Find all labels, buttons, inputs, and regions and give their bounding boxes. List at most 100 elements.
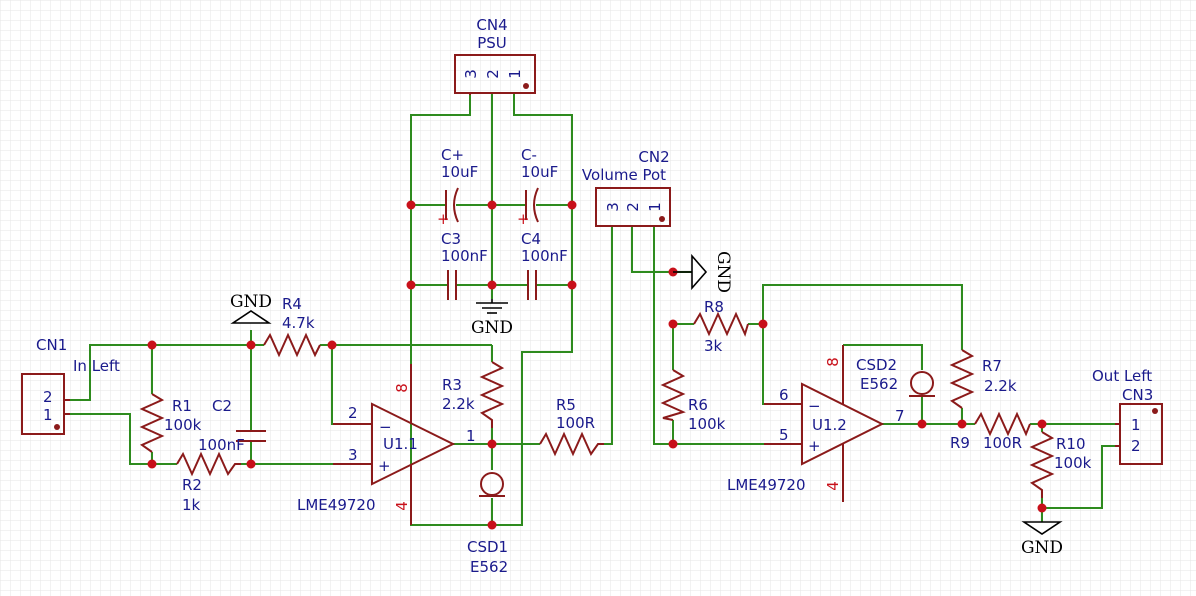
cn4-ref: CN4 xyxy=(476,16,507,34)
r8-value: 3k xyxy=(704,337,723,355)
diode-csd2[interactable]: CSD2 E562 xyxy=(856,356,935,397)
r10-value: 100k xyxy=(1054,454,1092,472)
c-minus-value: 10uF xyxy=(521,163,558,181)
resistor-r6[interactable]: R6 100k xyxy=(660,369,726,433)
r5-ref: R5 xyxy=(556,396,576,414)
csd1-ref: CSD1 xyxy=(467,538,508,556)
cn3-pin-2: 2 xyxy=(1131,437,1141,455)
c4-ref: C4 xyxy=(521,230,541,248)
resistor-r2[interactable]: R2 1k xyxy=(176,451,241,514)
u1-2-pin-vn: 4 xyxy=(824,481,842,491)
ground-symbol-input: GND xyxy=(230,292,272,324)
r4-ref: R4 xyxy=(282,295,302,313)
gnd-label: GND xyxy=(230,292,272,312)
cn1-name: In Left xyxy=(73,357,120,375)
cn3-ref: CN3 xyxy=(1122,386,1153,404)
u1-1-pin-inv: 2 xyxy=(348,404,358,422)
csd1-value: E562 xyxy=(470,558,508,576)
cn4-pin-3: 3 xyxy=(462,69,480,79)
u1-2-ref: U1.2 xyxy=(812,416,847,434)
connector-cn2[interactable]: CN2 Volume Pot 3 2 1 xyxy=(582,148,671,227)
u1-1-ref: U1.1 xyxy=(383,435,418,453)
opamp-u1-2[interactable]: − + U1.2 6 5 7 8 4 LME49720 xyxy=(727,345,905,502)
u1-1-part: LME49720 xyxy=(297,496,376,514)
csd2-value: E562 xyxy=(860,375,898,393)
capacitor-c-minus[interactable]: + C- 10uF xyxy=(517,146,558,228)
c3-value: 100nF xyxy=(441,247,488,265)
cn2-name: Volume Pot xyxy=(582,166,666,184)
capacitor-c4[interactable]: C4 100nF xyxy=(521,230,568,300)
cn4-pin-1: 1 xyxy=(506,69,524,79)
cn2-pin-3: 3 xyxy=(604,202,622,212)
u1-2-minus-symbol: − xyxy=(808,397,821,415)
u1-2-pin-out: 7 xyxy=(895,407,905,425)
c-plus-value: 10uF xyxy=(441,163,478,181)
r10-ref: R10 xyxy=(1056,435,1086,453)
cn1-pin-1: 1 xyxy=(43,406,53,424)
u1-2-pin-inv: 6 xyxy=(779,386,789,404)
u1-2-pin-noninv: 5 xyxy=(779,426,789,444)
resistor-r1[interactable]: R1 100k xyxy=(139,393,202,453)
gnd-label: GND xyxy=(1021,538,1063,558)
junctions xyxy=(147,200,1047,530)
u1-1-pin-vp: 8 xyxy=(393,383,411,393)
resistor-r9[interactable]: R9 100R xyxy=(950,411,1031,452)
r2-ref: R2 xyxy=(182,476,202,494)
connector-cn4[interactable]: CN4 PSU 3 2 1 xyxy=(454,16,536,95)
c-minus-ref: C- xyxy=(521,146,537,164)
ground-symbol-output: GND xyxy=(1021,521,1063,558)
polarity-plus: + xyxy=(517,210,530,228)
u1-1-pin-noninv: 3 xyxy=(348,446,358,464)
u1-2-plus-symbol: + xyxy=(808,437,821,455)
capacitor-c-plus[interactable]: + C+ 10uF xyxy=(437,146,478,228)
u1-1-pin-out: 1 xyxy=(466,427,476,445)
diode-csd1[interactable]: CSD1 E562 xyxy=(467,472,508,576)
connector-cn3[interactable]: 1 2 Out Left CN3 xyxy=(1092,367,1163,465)
cn2-ref: CN2 xyxy=(638,148,669,166)
r3-ref: R3 xyxy=(442,376,462,394)
cn1-pin-2: 2 xyxy=(43,388,53,406)
r6-value: 100k xyxy=(688,415,726,433)
r1-ref: R1 xyxy=(172,397,192,415)
r1-value: 100k xyxy=(164,416,202,434)
resistor-r8[interactable]: R8 3k xyxy=(693,298,749,355)
c-plus-ref: C+ xyxy=(441,146,464,164)
gnd-label: GND xyxy=(471,318,513,338)
r3-value: 2.2k xyxy=(442,395,475,413)
opamp-u1-1[interactable]: − + U1.1 2 3 1 8 4 LME49720 xyxy=(297,364,476,525)
polarity-plus: + xyxy=(437,210,450,228)
resistor-r10[interactable]: R10 100k xyxy=(1029,431,1092,498)
resistor-r5[interactable]: R5 100R xyxy=(539,396,604,457)
c2-ref: C2 xyxy=(212,397,232,415)
u1-2-pin-vp: 8 xyxy=(824,357,842,367)
cn4-pin-2: 2 xyxy=(484,69,502,79)
cn1-ref: CN1 xyxy=(36,336,67,354)
resistor-r3[interactable]: R3 2.2k xyxy=(442,361,505,428)
csd2-ref: CSD2 xyxy=(856,356,897,374)
capacitor-c2[interactable]: C2 100nF xyxy=(198,397,266,454)
r4-value: 4.7k xyxy=(282,314,315,332)
r2-value: 1k xyxy=(182,496,201,514)
u1-1-pin-vn: 4 xyxy=(393,501,411,511)
cn4-name: PSU xyxy=(477,34,507,52)
c3-ref: C3 xyxy=(441,230,461,248)
cn3-name: Out Left xyxy=(1092,367,1152,385)
cn2-pin-2: 2 xyxy=(624,202,642,212)
resistor-r7[interactable]: R7 2.2k xyxy=(949,349,1017,409)
u1-1-minus-symbol: − xyxy=(379,418,392,436)
cn3-pin-1: 1 xyxy=(1131,416,1141,434)
capacitor-c3[interactable]: C3 100nF xyxy=(441,230,488,300)
u1-2-part: LME49720 xyxy=(727,476,806,494)
r7-ref: R7 xyxy=(982,357,1002,375)
ground-symbol-psu: GND xyxy=(471,299,513,338)
ground-symbol-pot: GND xyxy=(673,251,733,293)
r9-value: 100R xyxy=(983,434,1022,452)
resistor-r4[interactable]: R4 4.7k xyxy=(263,295,321,358)
cn2-pin-1: 1 xyxy=(646,202,664,212)
connector-cn1[interactable]: 2 1 CN1 In Left xyxy=(21,336,120,435)
r9-ref: R9 xyxy=(950,434,970,452)
r8-ref: R8 xyxy=(704,298,724,316)
r6-ref: R6 xyxy=(688,396,708,414)
